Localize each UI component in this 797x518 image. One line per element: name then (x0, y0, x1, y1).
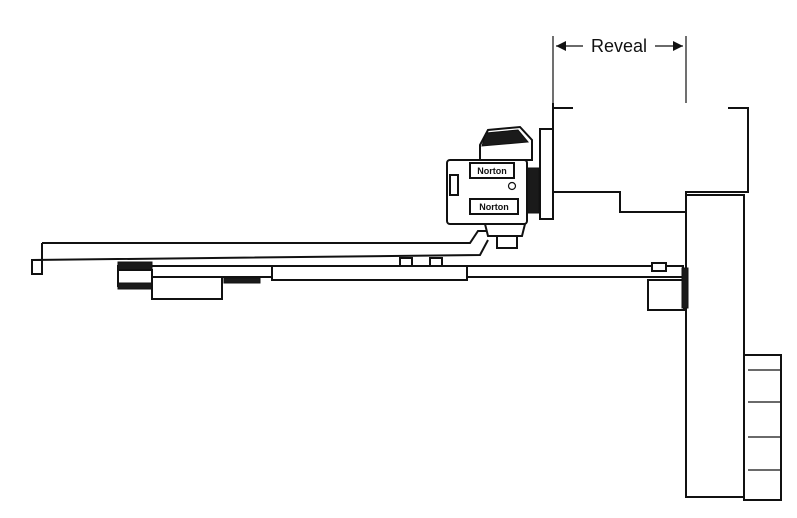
reveal-dimension: Reveal (552, 36, 687, 103)
main-arm-bottom (31, 239, 489, 261)
closer-body: Norton Norton (446, 125, 533, 249)
mounting-plate (539, 128, 554, 220)
arm-shoe (151, 276, 223, 300)
arm-end (31, 259, 43, 275)
track-slider (271, 265, 468, 281)
frame-stop (743, 354, 782, 501)
pinion-shaft (496, 235, 518, 249)
track-end-stop (651, 262, 667, 272)
plate-bracket (526, 167, 540, 214)
adjust-valve-icon (507, 181, 517, 191)
pinion-housing (483, 223, 527, 237)
frame-bracket (647, 279, 685, 311)
reveal-arrowhead-left (556, 41, 566, 51)
brand-plate-bottom (469, 198, 519, 215)
brand-label-top: Norton (477, 166, 507, 176)
track-stop-1 (399, 257, 413, 267)
frame-jamb (685, 194, 745, 498)
reveal-label: Reveal (591, 36, 647, 56)
brand-plate-top (469, 162, 515, 179)
closer-end-cap (449, 174, 459, 196)
main-arm-top (42, 230, 487, 244)
brand-label-bottom: Norton (479, 202, 509, 212)
reveal-arrowhead-right (673, 41, 683, 51)
track-stop-2 (429, 257, 443, 267)
